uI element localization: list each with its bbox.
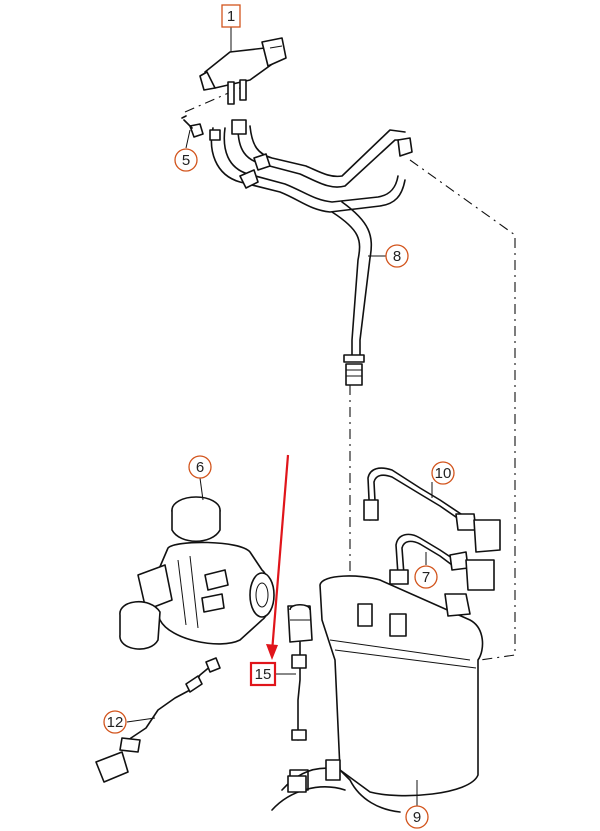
callout-circle [174, 148, 198, 172]
highlight-arrow [266, 454, 290, 660]
turbocharger-part [119, 496, 275, 650]
bolt-part [181, 115, 204, 138]
callout-1: 1 [221, 4, 241, 28]
callout-label: 7 [422, 569, 430, 586]
callout-circle [414, 565, 438, 589]
callout-label: 9 [413, 809, 421, 826]
temperature-sensor-10-part [363, 467, 501, 553]
callout-circle [188, 455, 212, 479]
callout-7: 7 [414, 565, 438, 589]
callout-circle [385, 244, 409, 268]
callout-5: 5 [174, 148, 198, 172]
callout-label: 1 [227, 8, 235, 25]
callout-label: 5 [182, 152, 190, 169]
callout-circle [405, 805, 429, 829]
callout-box [221, 4, 241, 28]
callout-label: 15 [255, 666, 272, 683]
callout-circle [103, 710, 127, 734]
pipe-assembly-part [209, 119, 413, 386]
callout-label: 6 [196, 459, 204, 476]
callout-circle [431, 461, 455, 485]
callout-label: 12 [107, 714, 124, 731]
particulate-filter-part [271, 575, 484, 813]
callout-label: 8 [393, 248, 401, 265]
pressure-sensor-part [199, 37, 287, 105]
temperature-sensor-7-part [389, 533, 495, 591]
callout-12: 12 [103, 710, 127, 734]
callout-9: 9 [405, 805, 429, 829]
temperature-sensor-12-part [95, 657, 221, 783]
sensor-15-part [287, 603, 313, 791]
callout-15: 15 [249, 661, 277, 687]
callout-8: 8 [385, 244, 409, 268]
callout-leader-lines [126, 27, 433, 806]
callout-6: 6 [188, 455, 212, 479]
callout-highlight-box [249, 661, 277, 687]
callout-label: 10 [435, 465, 452, 482]
callout-10: 10 [431, 461, 455, 485]
